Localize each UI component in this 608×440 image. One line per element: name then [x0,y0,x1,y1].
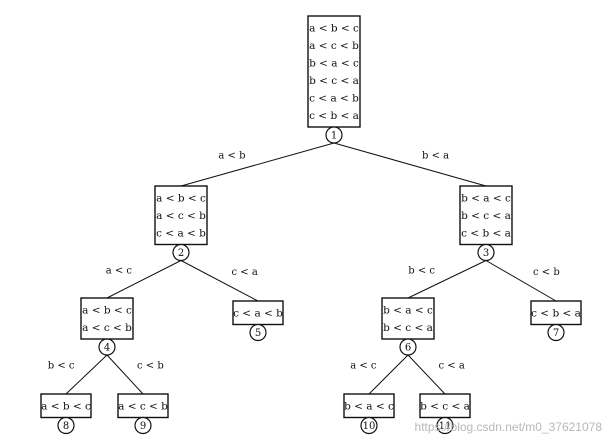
node-number: 1 [331,131,337,142]
edge-4-9 [106,354,144,395]
node-box [381,297,435,340]
node-number-circle [547,323,565,342]
edge-label-3-6: b < c [408,265,435,276]
ordering-text: c < b < a [461,228,511,240]
ordering-text: a < c < b [309,40,359,52]
edge-label-1-2: a < b [218,151,245,162]
node-number: 7 [553,328,559,339]
node-number: 2 [178,248,184,259]
tree-node-6: b < a < c b < c < a 6 [381,297,435,356]
ordering-text: a < b < c [82,305,132,317]
ordering-text: a < c < b [118,401,168,413]
node-number: 11 [439,421,452,432]
ordering-text: c < a < b [233,308,283,320]
ordering-text: a < b < c [309,23,359,35]
ordering-text: c < b < a [531,308,581,320]
edge-2-4 [106,260,182,299]
edge-1-2 [180,142,335,187]
edge-label-3-7: c < b [533,267,560,278]
edge-1-3 [333,142,487,187]
ordering-text: c < b < a [309,110,359,122]
node-number: 10 [363,421,376,432]
ordering-text: b < a < c [344,401,394,413]
node-box [307,15,361,128]
tree-node-1: a < b < c a < c < b b < a < c b < c < a c < … [307,15,361,144]
tree-node-8: a < b < c 8 [40,393,92,435]
node-number-circle [98,338,116,356]
ordering-text: b < c < a [420,401,470,413]
tree-node-2: a < b < c a < c < b c < a < b 2 [154,185,208,262]
ordering-text: c < a < b [156,228,206,240]
ordering-text: c < a < b [309,93,359,105]
edge-3-6 [407,260,487,299]
tree-node-9: a < c < b 9 [117,393,169,435]
tree-node-11: b < c < a 11 [419,393,471,435]
edge-6-10 [368,354,409,395]
edge-4-8 [65,354,108,395]
edge-3-7 [485,260,557,302]
ordering-text: a < c < b [156,210,206,222]
edge-label-6-10: a < c [350,361,377,372]
node-number: 6 [405,343,411,354]
ordering-text: b < a < c [461,193,511,205]
node-number-circle [172,243,190,262]
node-number: 9 [140,421,146,432]
tree-node-4: a < b < c a < c < b 4 [80,297,134,356]
ordering-text: b < c < a [309,75,359,87]
node-number: 3 [483,248,489,259]
watermark: https://blog.csdn.net/m0_37621078 [414,420,602,434]
tree-node-3: b < a < c b < c < a c < b < a 3 [459,185,513,262]
ordering-text: b < a < c [309,58,359,70]
node-number-circle [360,416,378,435]
edge-label-2-5: c < a [232,267,258,278]
edge-label-4-8: b < c [48,361,75,372]
node-number-circle [477,243,495,262]
edge-6-11 [407,354,446,395]
edge-label-1-3: b < a [422,151,449,162]
node-box [80,297,134,340]
node-number: 8 [63,421,69,432]
node-box [154,185,208,246]
ordering-text: b < c < a [461,210,511,222]
edge-label-6-11: c < a [439,361,465,372]
edge-label-2-4: a < c [106,265,133,276]
node-number-circle [134,416,152,435]
edge-2-5 [180,260,259,302]
ordering-text: a < b < c [41,401,91,413]
ordering-text: b < a < c [383,305,433,317]
tree-node-5: c < a < b 5 [232,300,284,342]
ordering-text: a < b < c [156,193,206,205]
node-box [459,185,513,246]
node-number: 5 [255,328,261,339]
node-number-circle [57,416,75,435]
node-number-circle [436,416,454,435]
edge-label-4-9: c < b [137,361,164,372]
node-number-circle [249,323,267,342]
tree-node-7: c < b < a 7 [530,300,582,342]
tree-node-10: b < a < c 10 [343,393,395,435]
node-number: 4 [104,343,110,354]
ordering-text: b < c < a [383,322,433,334]
ordering-text: a < c < b [82,322,132,334]
node-number-circle [325,126,343,144]
node-number-circle [399,338,417,356]
